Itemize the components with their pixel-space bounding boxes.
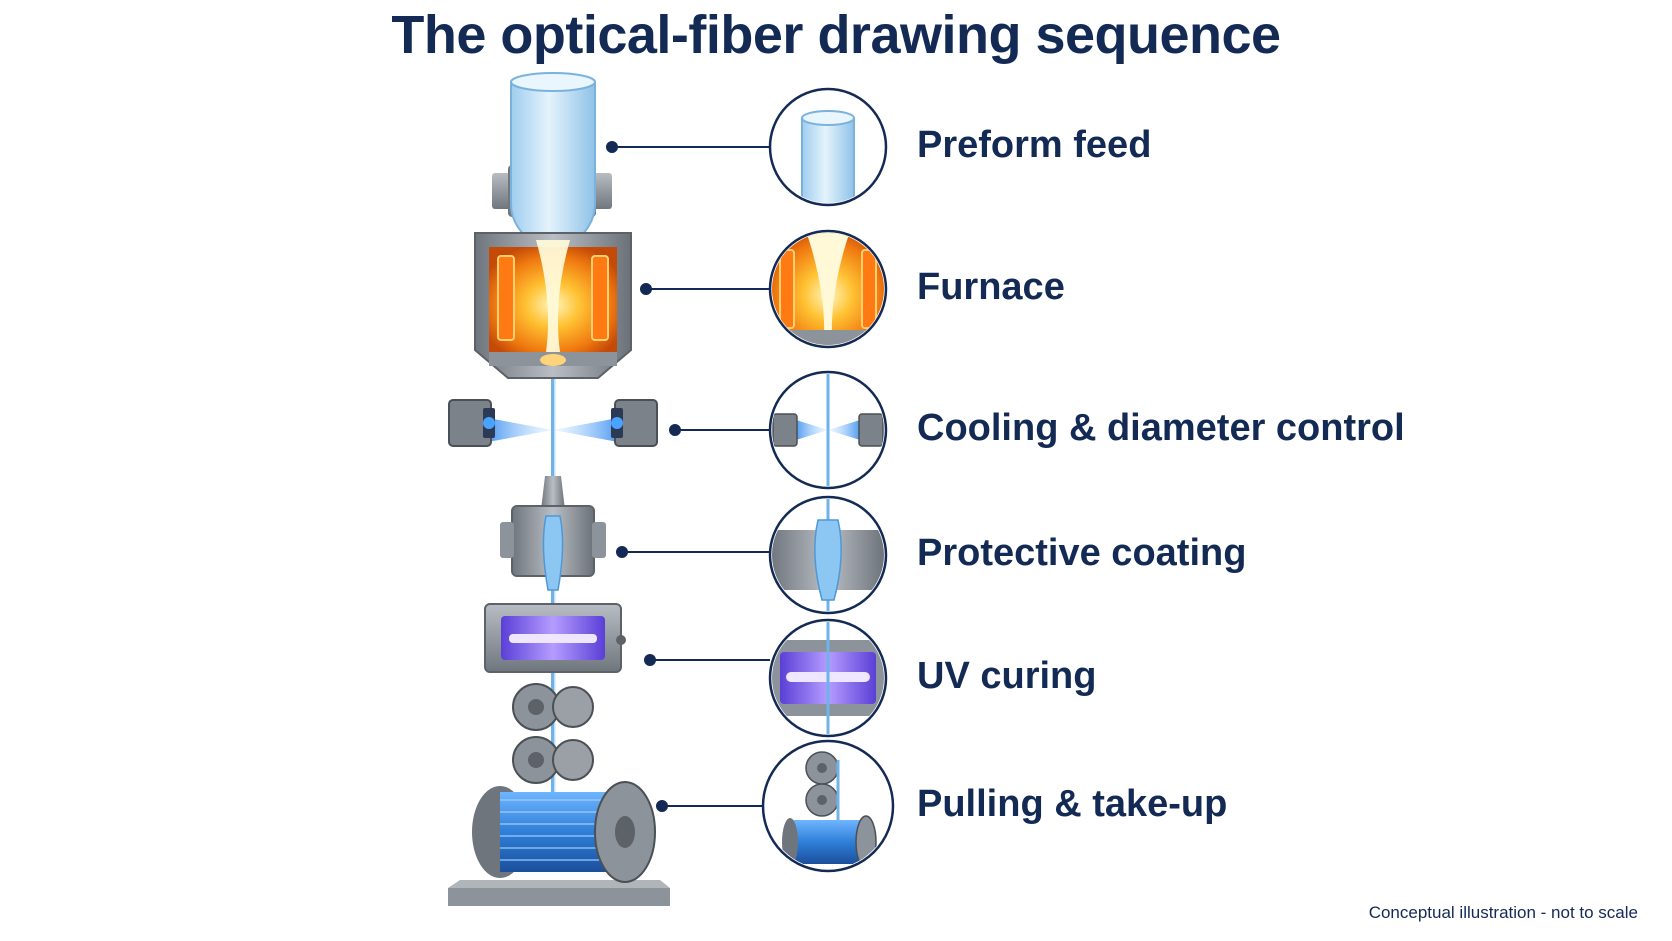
step-label-preform-feed: Preform feed <box>917 124 1152 166</box>
uv-curing-assembly <box>484 603 626 673</box>
uv-lamp-icon <box>768 618 888 738</box>
diameter-gauge-assembly <box>448 399 658 447</box>
step-label-cooling-diameter: Cooling & diameter control <box>917 407 1405 449</box>
diagram-title: The optical-fiber drawing sequence <box>391 5 1281 65</box>
capstan-spool-icon <box>761 739 895 873</box>
furnace-icon <box>768 229 888 349</box>
connector-lines <box>606 141 770 812</box>
diameter-gauge-icon <box>768 370 888 490</box>
take-up-spool <box>448 781 670 906</box>
footnote: Conceptual illustration - not to scale <box>1368 903 1638 922</box>
furnace-assembly <box>474 232 632 379</box>
preform-assembly <box>492 72 612 331</box>
step-label-protective-coating: Protective coating <box>917 532 1247 574</box>
step-label-pulling-take-up: Pulling & take-up <box>917 783 1228 825</box>
coating-die-icon <box>768 495 888 615</box>
coating-die-assembly <box>500 476 606 591</box>
preform-rod-icon <box>768 87 888 207</box>
step-label-furnace: Furnace <box>917 266 1065 308</box>
step-label-uv-curing: UV curing <box>917 655 1097 697</box>
capstan-assembly <box>512 683 594 784</box>
